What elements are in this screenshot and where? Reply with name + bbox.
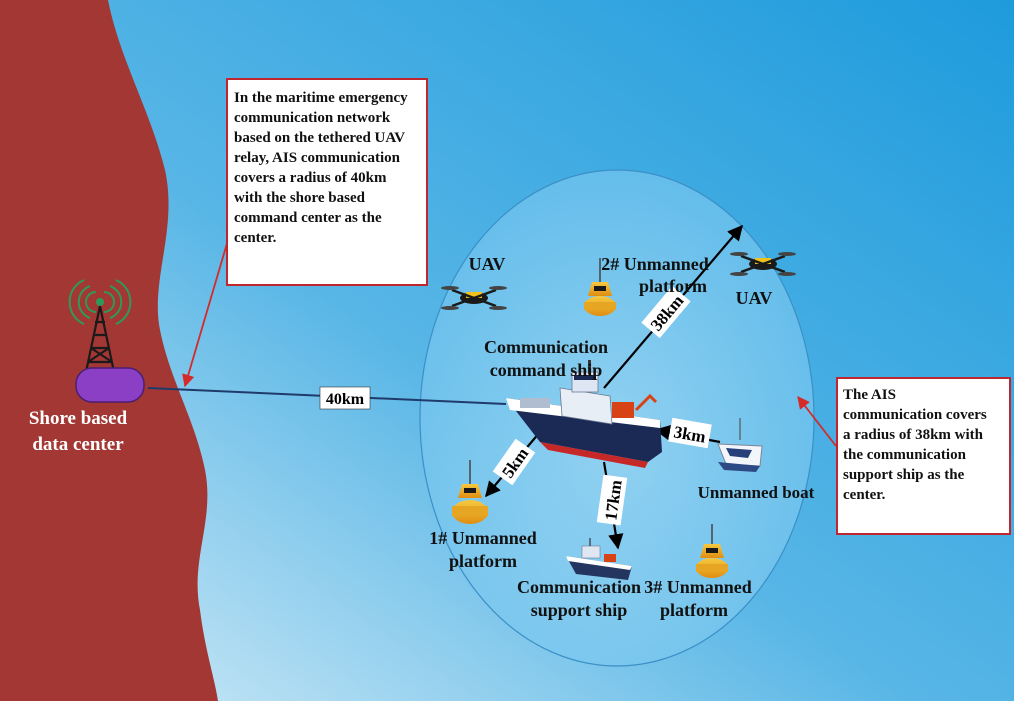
radio-tower-icon xyxy=(68,279,145,403)
support-ship-label-1: Communication xyxy=(517,577,641,597)
note-line: based on the tethered UAV xyxy=(234,130,406,146)
shore-center-label: Shore based data center xyxy=(29,408,128,455)
platform-2-label-1: 2# Unmanned xyxy=(601,254,709,274)
note-line: with the shore based xyxy=(234,190,365,206)
note-line: communication network xyxy=(234,110,391,126)
note-shore-coverage: In the maritime emergency communication … xyxy=(226,78,428,286)
dist-box-5km xyxy=(492,438,536,486)
command-ship-label-1: Communication xyxy=(484,337,608,357)
unmanned-boat-icon xyxy=(717,418,763,472)
dist-box-38km xyxy=(641,285,691,339)
drone-icon xyxy=(441,286,507,310)
note-line: relay, AIS communication xyxy=(234,150,400,166)
platform-2-label-2: platform xyxy=(639,276,707,296)
buoy-icon xyxy=(696,524,728,578)
buoy-icon xyxy=(584,258,616,316)
uav-left-label: UAV xyxy=(469,254,506,274)
platform-1-label-1: 1# Unmanned xyxy=(429,528,537,548)
note-line: center. xyxy=(234,230,277,246)
note-line: command center as the xyxy=(234,210,382,226)
note-line: covers a radius of 40km xyxy=(234,170,387,186)
note-line: In the maritime emergency xyxy=(234,90,408,106)
dist-box-17km xyxy=(596,474,628,526)
dist-label-40km: 40km xyxy=(326,391,365,408)
pointer-arrow-left xyxy=(182,239,229,388)
note-line: communication covers xyxy=(843,407,987,423)
buoy-icon xyxy=(452,460,488,524)
note-line: center. xyxy=(843,487,886,503)
uav-right-label: UAV xyxy=(736,288,773,308)
platform-3-label-2: platform xyxy=(660,600,728,620)
note-line: The AIS xyxy=(843,387,896,403)
svg-text:data center: data center xyxy=(32,434,124,455)
note-line: support ship as the xyxy=(843,467,965,483)
command-ship-label-2: command ship xyxy=(490,360,603,380)
note-line: the communication xyxy=(843,447,966,463)
platform-1-label-2: platform xyxy=(449,551,517,571)
note-line: a radius of 38km with xyxy=(843,427,984,443)
drone-icon xyxy=(730,252,796,276)
note-ship-coverage: The AIS communication covers a radius of… xyxy=(836,377,1011,535)
pointer-arrow-right xyxy=(797,396,837,447)
unmanned-boat-label: Unmanned boat xyxy=(698,483,815,502)
command-ship-icon xyxy=(506,360,662,468)
svg-text:Shore based: Shore based xyxy=(29,408,128,429)
dist-box-40km xyxy=(319,386,371,410)
support-ship-label-2: support ship xyxy=(531,600,628,620)
platform-3-label-1: 3# Unmanned xyxy=(644,577,752,597)
dist-box-3km xyxy=(668,417,712,449)
support-ship-icon xyxy=(566,538,632,580)
